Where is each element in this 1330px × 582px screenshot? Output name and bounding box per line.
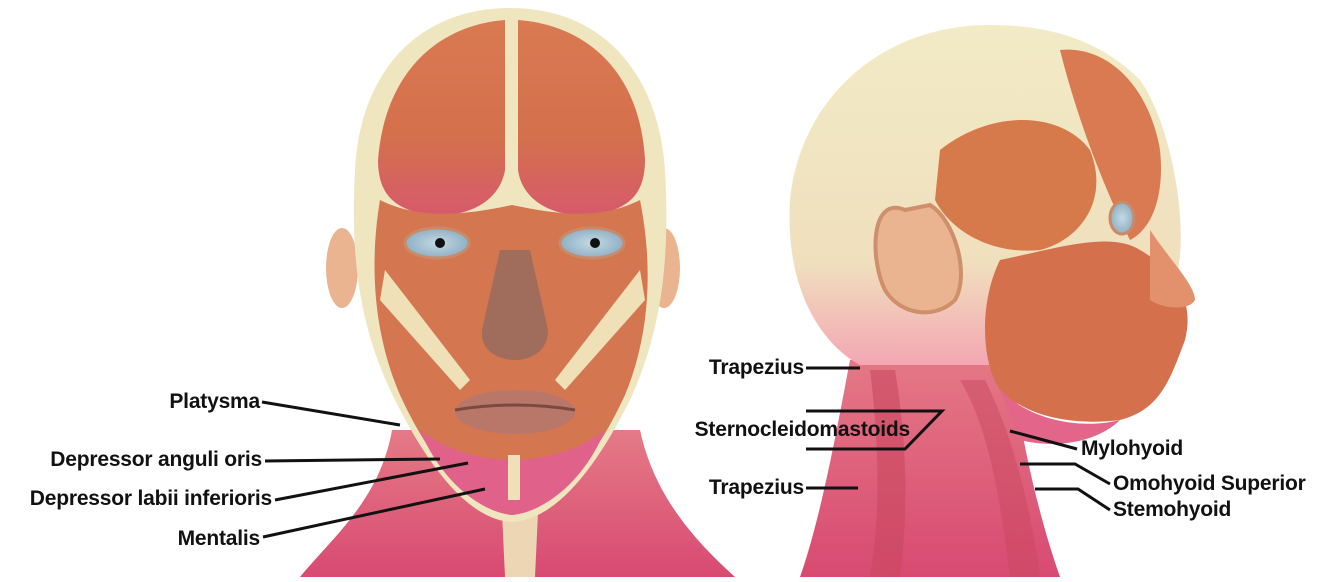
- label-omohyoid-superior: Omohyoid Superior: [1113, 472, 1306, 496]
- label-mentalis: Mentalis: [130, 527, 260, 551]
- front-left-ear: [326, 228, 358, 308]
- front-frontalis-right: [518, 20, 645, 215]
- leader-depressor-anguli-oris: [265, 459, 440, 461]
- leader-sternohyoid: [1035, 489, 1110, 510]
- label-trapezius-upper: Trapezius: [680, 356, 804, 380]
- label-depressor-anguli-oris: Depressor anguli oris: [10, 448, 262, 472]
- leader-platysma: [262, 402, 400, 425]
- leader-omohyoid-superior: [1020, 464, 1110, 484]
- label-sternohyoid: Stemohyoid: [1113, 498, 1231, 522]
- front-lips: [455, 390, 575, 434]
- label-sternocleidomastoids: Sternocleidomastoids: [660, 418, 910, 442]
- side-eye: [1110, 202, 1134, 234]
- front-view-head: [300, 8, 735, 577]
- label-mylohyoid: Mylohyoid: [1081, 437, 1183, 461]
- front-frontalis-left: [378, 20, 505, 215]
- label-platysma: Platysma: [130, 390, 260, 414]
- label-depressor-labii-inferioris: Depressor labii inferioris: [0, 487, 272, 511]
- label-trapezius-lower: Trapezius: [680, 476, 804, 500]
